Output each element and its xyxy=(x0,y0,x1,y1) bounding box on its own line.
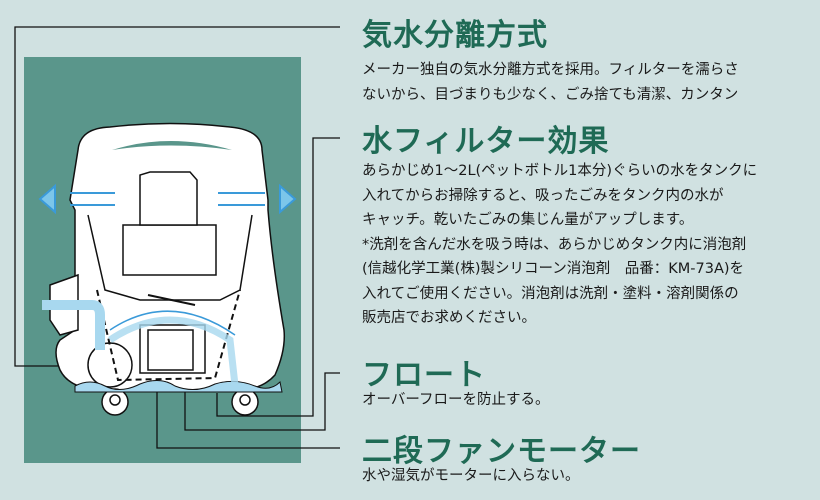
text-line: 水や湿気がモーターに入らない。 xyxy=(362,468,580,484)
description-gas-water-separation: メーカー独自の気水分離方式を採用。フィルターを濡らさ ないから、目づまりも少なく… xyxy=(362,58,739,107)
description-float: オーバーフローを防止する。 xyxy=(362,388,549,413)
description-water-filter: あらかじめ1～2L(ペットボトル1本分)ぐらいの水をタンクに 入れてからお掃除す… xyxy=(362,159,757,331)
text-line: 入れてからお掃除すると、吸ったごみをタンク内の水が xyxy=(362,187,724,204)
text-line: オーバーフローを防止する。 xyxy=(362,392,550,408)
connector-float xyxy=(184,372,340,431)
connector-lines xyxy=(14,26,340,449)
text-line: メーカー独自の気水分離方式を採用。フィルターを濡らさ xyxy=(362,62,739,78)
heading-gas-water-separation: 気水分離方式 xyxy=(362,18,548,53)
water-flow xyxy=(38,183,297,393)
heading-two-stage-fan-motor: 二段ファンモーター xyxy=(362,434,641,469)
connector-water-filter xyxy=(216,137,340,417)
heading-water-filter: 水フィルター効果 xyxy=(362,124,610,159)
heading-float: フロート xyxy=(362,358,486,393)
connector-gas-water-separation xyxy=(14,26,340,367)
text-line: 販売店でお求めください。 xyxy=(362,310,536,326)
text-line: あらかじめ1～2L(ペットボトル1本分)ぐらいの水をタンクに xyxy=(362,163,758,179)
text-line: *洗剤を含んだ水を吸う時は、あらかじめタンク内に消泡剤 xyxy=(362,236,747,253)
description-two-stage-fan-motor: 水や湿気がモーターに入らない。 xyxy=(362,464,580,489)
text-line: キャッチ。乾いたごみの集じん量がアップします。 xyxy=(362,212,694,228)
text-line: 入れてご使用ください。消泡剤は洗剤・塗料・溶剤関係の xyxy=(362,285,739,302)
exhaust-arrows xyxy=(38,183,297,215)
text-line: ないから、目づまりも少なく、ごみ捨ても清潔、カンタン xyxy=(362,86,739,103)
vacuum-body xyxy=(49,122,286,416)
text-line: (信越化学工業(株)製シリコーン消泡剤 品番：KM-73A)を xyxy=(362,261,745,277)
